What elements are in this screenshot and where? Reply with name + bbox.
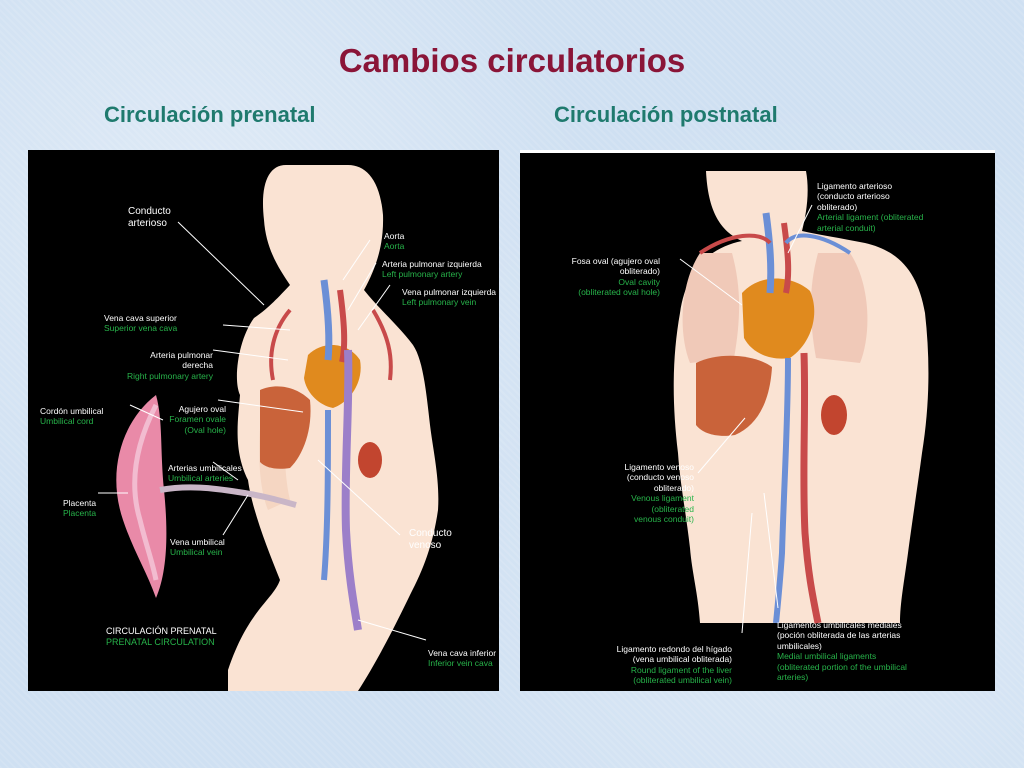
heart bbox=[742, 278, 815, 359]
subtitle-prenatal: Circulación prenatal bbox=[104, 102, 316, 127]
page-title: Cambios circulatorios bbox=[338, 42, 686, 79]
umbilical-cord bbox=[159, 484, 297, 508]
fetus-body bbox=[228, 165, 439, 691]
postnatal-illustration bbox=[673, 171, 929, 634]
label-ligamento-redondo: Ligamento redondo del hígado (vena umbil… bbox=[616, 643, 732, 686]
placenta bbox=[116, 395, 167, 598]
liver bbox=[696, 355, 772, 436]
prenatal-diagram: Conducto arterioso Conducto venoso Aorta… bbox=[28, 150, 499, 691]
right-lung bbox=[810, 253, 868, 363]
label-ligamento-venoso: Ligamento venoso (conducto venoso oblite… bbox=[624, 461, 694, 525]
postnatal-diagram: Ligamento arterioso (conducto arterioso … bbox=[520, 150, 995, 691]
kidney bbox=[821, 395, 847, 435]
label-conducto-venoso: Conducto venoso bbox=[409, 528, 452, 551]
prenatal-illustration bbox=[98, 165, 439, 691]
label-conducto-arterioso: Conducto arterioso bbox=[128, 206, 171, 229]
label-ligamentos-umbilicales: Ligamentos umbilicales mediales (poción … bbox=[777, 619, 907, 683]
label-fosa-oval: Fosa oval (agujero oval obliterado)Oval … bbox=[571, 255, 660, 298]
subtitle-postnatal: Circulación postnatal bbox=[554, 102, 778, 127]
kidney bbox=[358, 442, 382, 478]
label-ligamento-arterioso: Ligamento arterioso (conducto arterioso … bbox=[817, 180, 924, 233]
liver bbox=[260, 386, 311, 469]
left-lung bbox=[682, 253, 740, 363]
